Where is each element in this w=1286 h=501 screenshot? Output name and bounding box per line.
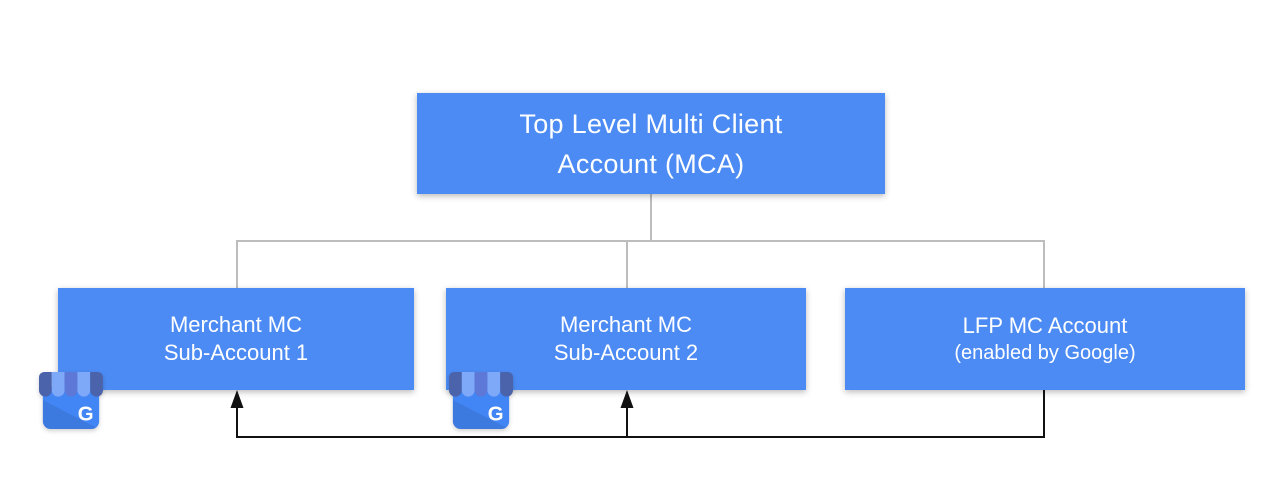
google-business-profile-icon: G bbox=[446, 367, 516, 431]
arrowhead-up-icon bbox=[620, 390, 634, 408]
lfp-feedback-arrows bbox=[230, 390, 1045, 438]
node-label-line: Sub-Account 1 bbox=[163, 340, 309, 365]
node-merchant-sub-account-1: Merchant MC Sub-Account 1 bbox=[58, 288, 414, 390]
node-lfp-mc-account: LFP MC Account (enabled by Google) bbox=[845, 288, 1245, 390]
node-label-line: Top Level Multi Client bbox=[519, 108, 783, 139]
arrowhead-up-icon bbox=[230, 390, 244, 408]
node-label-line: Sub-Account 2 bbox=[553, 340, 699, 365]
node-top-level-mca: Top Level Multi Client Account (MCA) bbox=[417, 93, 885, 194]
node-label-line: (enabled by Google) bbox=[954, 341, 1136, 364]
node-label-line: LFP MC Account bbox=[962, 312, 1128, 338]
google-g-letter: G bbox=[78, 403, 94, 425]
google-g-letter: G bbox=[488, 403, 504, 425]
google-business-profile-icon: G bbox=[36, 367, 106, 431]
node-label-line: Account (MCA) bbox=[557, 148, 745, 179]
tree-connector bbox=[236, 194, 1045, 290]
node-label-line: Merchant MC bbox=[559, 312, 693, 337]
node-label-line: Merchant MC bbox=[169, 312, 303, 337]
